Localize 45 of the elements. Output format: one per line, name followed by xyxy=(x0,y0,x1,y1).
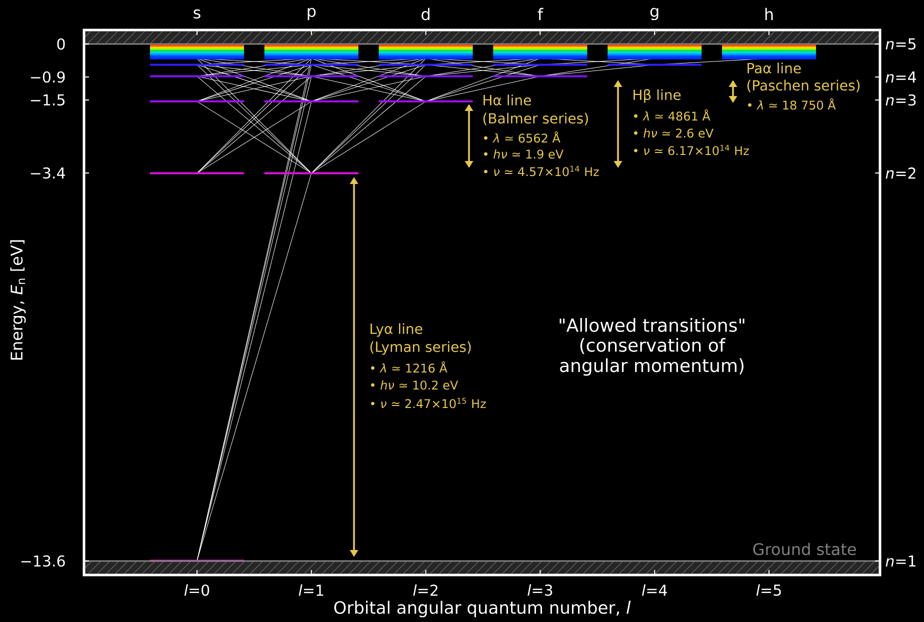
annotation-text: (Paschen series) xyxy=(747,80,860,92)
annotation-text: Lyα line xyxy=(370,323,422,337)
tick-label: 0 xyxy=(57,38,65,50)
annotation-text: • ν ≃ 4.57×10$^{14}$ Hz xyxy=(484,166,599,176)
annotation-text: Paα line xyxy=(748,62,801,74)
annotation-text: • ν ≃ 2.47×10$^{15}$ Hz xyxy=(371,398,486,408)
annotation-text: • hν ≃ 1.9 eV xyxy=(484,149,564,159)
tick-label: l=3 xyxy=(528,584,552,596)
tick-label: l=1 xyxy=(298,584,324,596)
annotation-text: (Lyman series) xyxy=(370,341,471,355)
column-heading: g xyxy=(650,8,658,20)
tick-label: l=0 xyxy=(184,584,210,596)
level-label: n=5 xyxy=(886,38,916,50)
tick-label: −0.9 xyxy=(30,71,65,83)
column-heading: d xyxy=(422,8,430,20)
tick-label: l=5 xyxy=(756,584,781,596)
annotation-text: • hν ≃ 10.2 eV xyxy=(371,380,458,390)
annotation-text: • ν ≃ 6.17×10$^{14}$ Hz xyxy=(634,144,749,156)
axis-title: Energy, E$_{n}$ [eV] xyxy=(10,240,26,360)
note-text: (conservation of xyxy=(580,338,726,354)
column-heading: h xyxy=(765,8,773,20)
note-text: angular momentum) xyxy=(560,358,744,376)
annotation-text: (Balmer series) xyxy=(483,112,588,126)
level-label: n=1 xyxy=(886,556,916,566)
annotation-text: • λ ≃ 4861 Å xyxy=(634,109,710,121)
annotation-text: • λ ≃ 6562 Å xyxy=(484,131,560,143)
tick-label: l=2 xyxy=(413,584,438,596)
tick-label: −1.5 xyxy=(30,94,64,106)
annotation-text: • λ ≃ 18 750 Å xyxy=(748,98,836,110)
tick-label: −13.6 xyxy=(21,555,65,567)
annotation-text: Hβ line xyxy=(634,89,681,103)
level-label: n=3 xyxy=(886,94,916,106)
column-heading: s xyxy=(194,9,200,19)
tick-label: −3.4 xyxy=(30,167,65,179)
annotation-text: • hν ≃ 2.6 eV xyxy=(634,128,714,138)
level-label: n=2 xyxy=(886,167,916,179)
column-heading: f xyxy=(538,8,544,20)
note-text: "Allowed transitions" xyxy=(560,318,744,332)
annotation-text: • λ ≃ 1216 Å xyxy=(371,361,448,373)
column-heading: p xyxy=(308,8,316,20)
annotation-text: Hα line xyxy=(484,94,531,106)
ground-state-label: Ground state xyxy=(753,542,856,556)
level-label: n=4 xyxy=(886,72,916,82)
tick-label: l=4 xyxy=(642,584,667,596)
axis-title: Orbital angular quantum number, l xyxy=(334,600,631,618)
